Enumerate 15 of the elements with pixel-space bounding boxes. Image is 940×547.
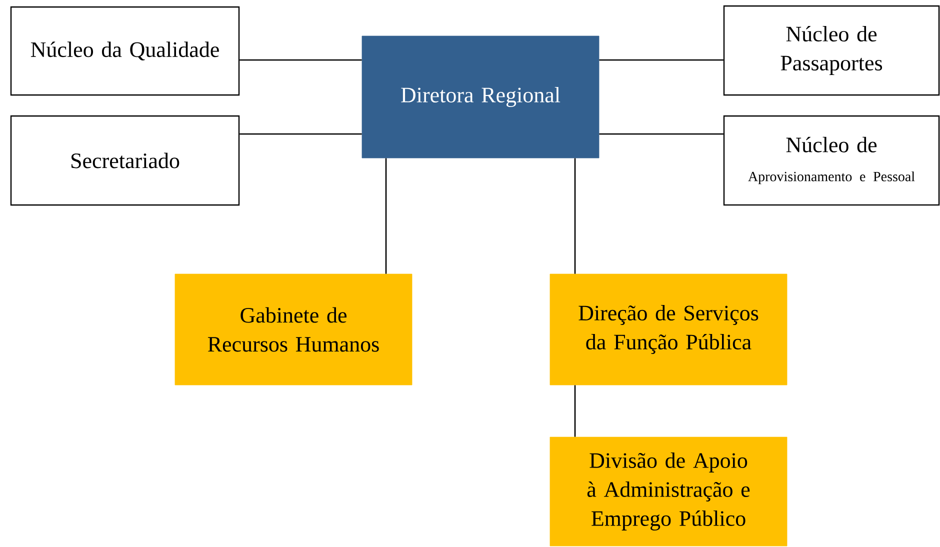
connector-line	[240, 133, 362, 135]
connector-line	[599, 59, 724, 61]
unit-box: Direção de Serviços da Função Pública	[550, 274, 788, 386]
connector-line	[240, 59, 362, 61]
connector-line	[574, 158, 576, 274]
unit-box: Gabinete de Recursos Humanos	[174, 274, 412, 386]
unit-box: Divisão de Apoio à Administração e Emprego Público	[550, 436, 788, 546]
unit-box: Núcleo de Aprovisionamento e Pessoal	[723, 115, 940, 206]
unit-box: Núcleo de Passaportes	[723, 5, 940, 96]
unit-box: Núcleo da Qualidade	[10, 6, 240, 96]
connector-line	[599, 133, 724, 135]
head-box: Diretora Regional	[362, 36, 600, 158]
connector-line	[574, 385, 576, 437]
unit-box: Secretariado	[10, 115, 240, 206]
connector-line	[385, 158, 387, 274]
